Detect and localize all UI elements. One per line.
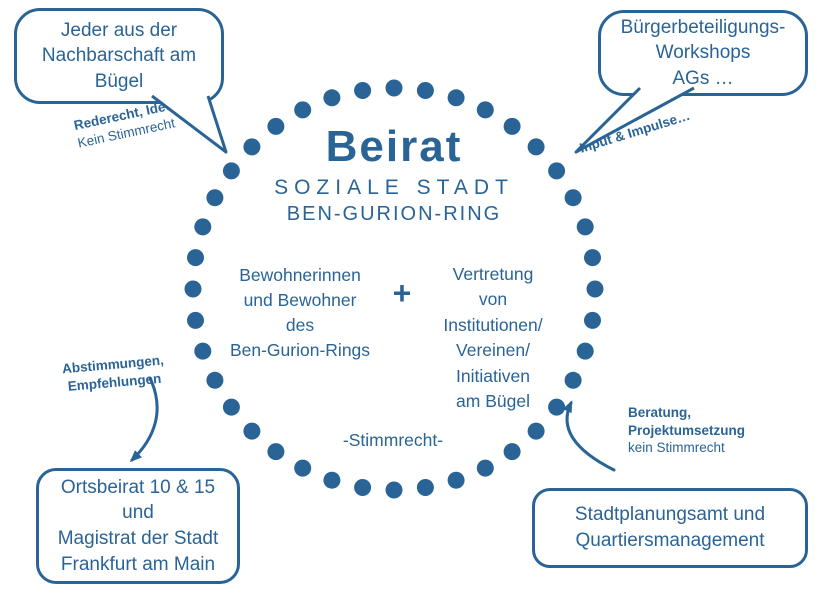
- circle-dot: [323, 89, 341, 107]
- note-beratung: Beratung, Projektumsetzung kein Stimmrec…: [628, 404, 745, 457]
- voting-right-label: -Stimmrecht-: [342, 430, 444, 450]
- circle-title: Beirat: [325, 122, 463, 171]
- circle-dot: [503, 443, 521, 461]
- circle-dot: [416, 82, 434, 99]
- note-beratung-regular: kein Stimmrecht: [628, 440, 725, 456]
- circle-dot: [187, 311, 204, 329]
- note-abstimmungen: Abstimmungen, Empfehlungen: [42, 350, 185, 397]
- circle-dot: [447, 89, 465, 107]
- note-input-impulse: Input & Impulse…: [577, 107, 692, 157]
- circle-dot: [267, 443, 285, 461]
- circle-dot: [323, 471, 341, 489]
- bubble-workshops: Bürgerbeteiligungs- Workshops AGs …: [598, 10, 808, 96]
- circle-dot: [476, 459, 494, 477]
- circle-subtitle-1: SOZIALE STADT: [274, 176, 514, 199]
- circle-dot: [222, 398, 240, 416]
- residents-group-text: Bewohnerinnen und Bewohner des Ben-Gurio…: [229, 265, 371, 360]
- circle-dot: [527, 422, 545, 440]
- circle-dot: [294, 101, 312, 119]
- circle-dot: [447, 471, 465, 489]
- bubble-neighborhood: Jeder aus der Nachbarschaft am Bügel: [14, 8, 224, 104]
- note-beratung-bold: Beratung, Projektumsetzung: [628, 405, 746, 438]
- circle-dot: [354, 82, 372, 99]
- circle-dot: [476, 101, 494, 119]
- circle-dot: [416, 479, 434, 496]
- circle-dot: [206, 371, 224, 389]
- circle-dot: [184, 280, 202, 298]
- circle-dot: [243, 422, 261, 440]
- box-stadtplanungsamt: Stadtplanungsamt und Quartiersmanagement: [532, 488, 808, 568]
- circle-dot: [294, 459, 312, 477]
- circle-subtitle-2: BEN-GURION-RING: [286, 203, 502, 225]
- note-abstimmungen-bold: Abstimmungen, Empfehlungen: [61, 352, 165, 394]
- circle-dot: [584, 311, 601, 329]
- note-input-impulse-bold: Input & Impulse…: [577, 107, 692, 156]
- circle-dot: [354, 479, 372, 496]
- circle-dot: [584, 249, 601, 267]
- circle-dot: [194, 218, 212, 236]
- circle-dot: [576, 218, 594, 236]
- arrow-to-ortsbeirat: [129, 376, 159, 463]
- circle-dot: [586, 280, 604, 298]
- circle-dot: [385, 481, 403, 499]
- plus-sign: +: [392, 275, 412, 311]
- box-ortsbeirat-magistrat: Ortsbeirat 10 & 15 und Magistrat der Sta…: [36, 468, 240, 584]
- institutions-group-text: Vertretung von Institutionen/ Vereinen/ …: [443, 264, 543, 411]
- circle-dot: [385, 79, 403, 97]
- circle-dot: [187, 249, 204, 267]
